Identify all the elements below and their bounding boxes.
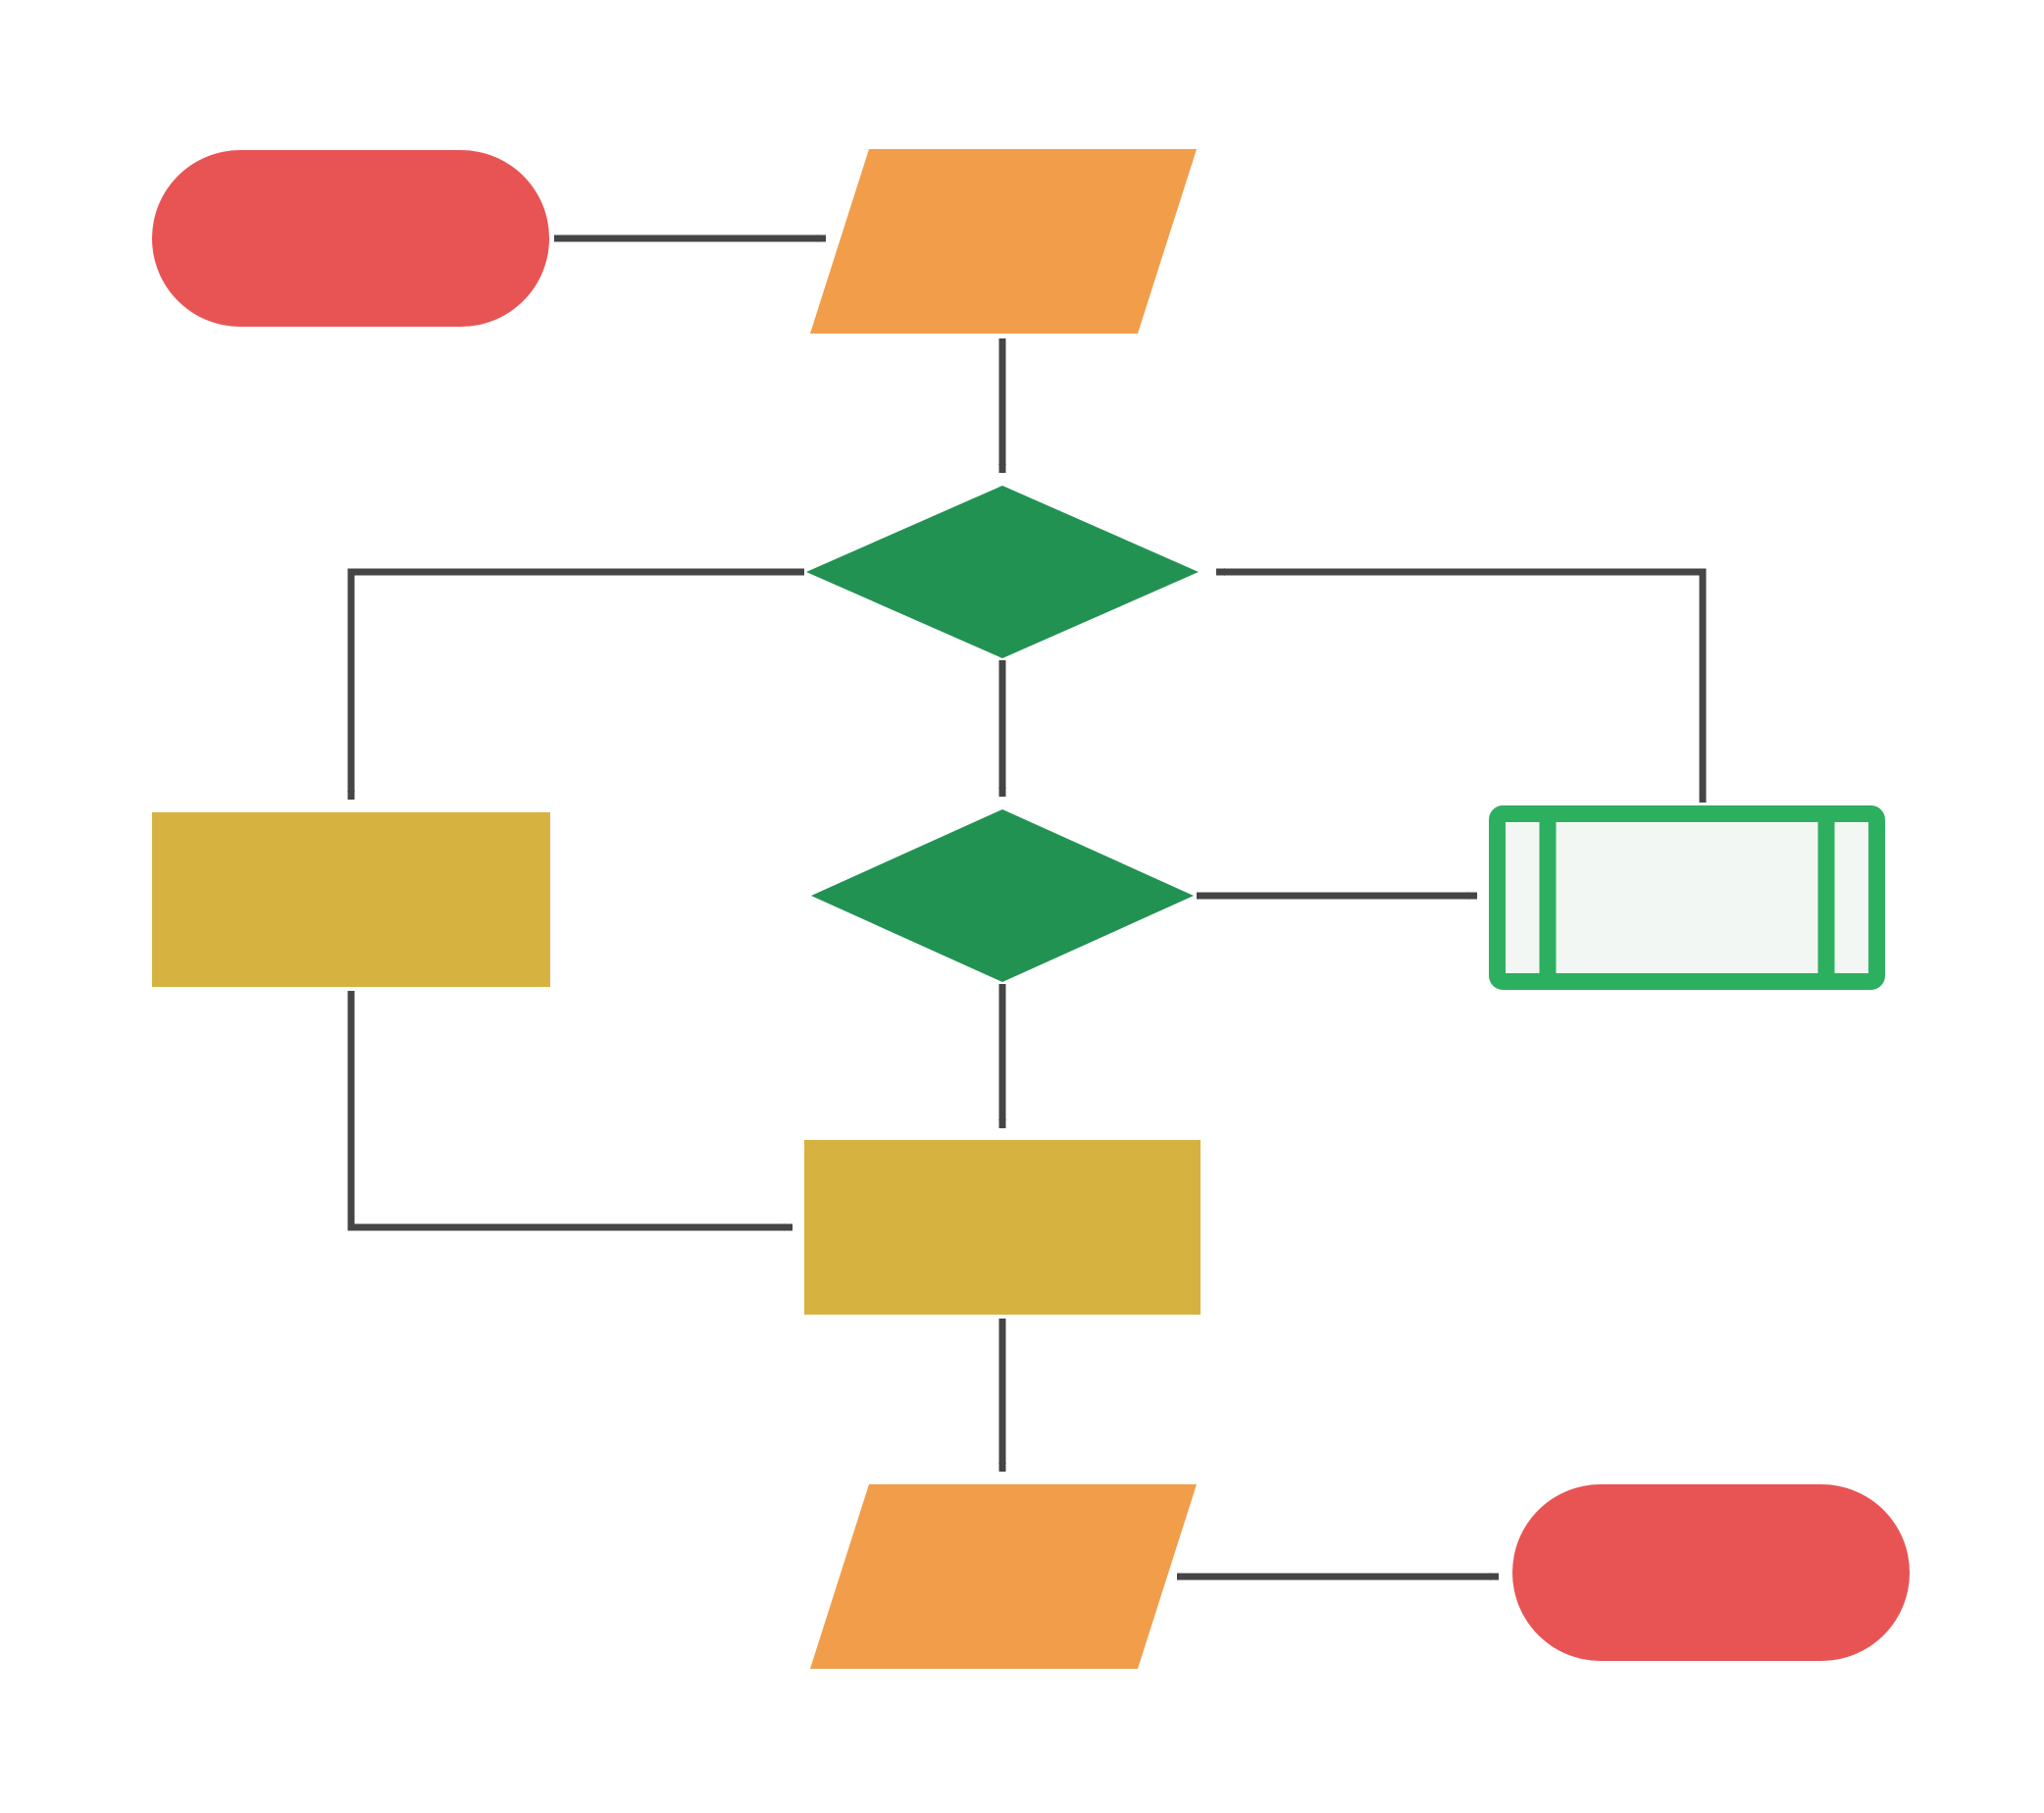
node-decision-1-diamond[interactable] <box>806 486 1199 658</box>
node-subroutine-box[interactable] <box>1489 805 1885 990</box>
process-left-rect-shape[interactable] <box>152 812 550 987</box>
node-process-center-rect[interactable] <box>804 1140 1201 1315</box>
node-end-terminator[interactable] <box>1512 1484 1910 1661</box>
end-terminator-shape[interactable] <box>1512 1484 1910 1661</box>
output-parallelogram-shape[interactable] <box>810 1484 1197 1669</box>
node-decision-2-diamond[interactable] <box>811 809 1194 982</box>
subroutine-box-outer-shape[interactable] <box>1489 805 1885 990</box>
connector-decision-1-to-process-left <box>347 568 804 801</box>
decision-2-diamond-shape[interactable] <box>811 809 1194 982</box>
node-start-terminator[interactable] <box>152 150 549 327</box>
input-parallelogram-shape[interactable] <box>810 149 1197 334</box>
node-process-left-rect[interactable] <box>152 812 550 987</box>
start-terminator-shape[interactable] <box>152 150 549 327</box>
node-input-parallelogram[interactable] <box>810 149 1197 334</box>
decision-1-diamond-shape[interactable] <box>806 486 1199 658</box>
connector-subroutine-to-decision-1 <box>1215 568 1707 803</box>
node-output-parallelogram[interactable] <box>810 1484 1197 1669</box>
process-center-rect-shape[interactable] <box>804 1140 1201 1315</box>
connector-layer <box>347 234 1707 1580</box>
connector-process-left-to-process-center <box>347 991 793 1231</box>
